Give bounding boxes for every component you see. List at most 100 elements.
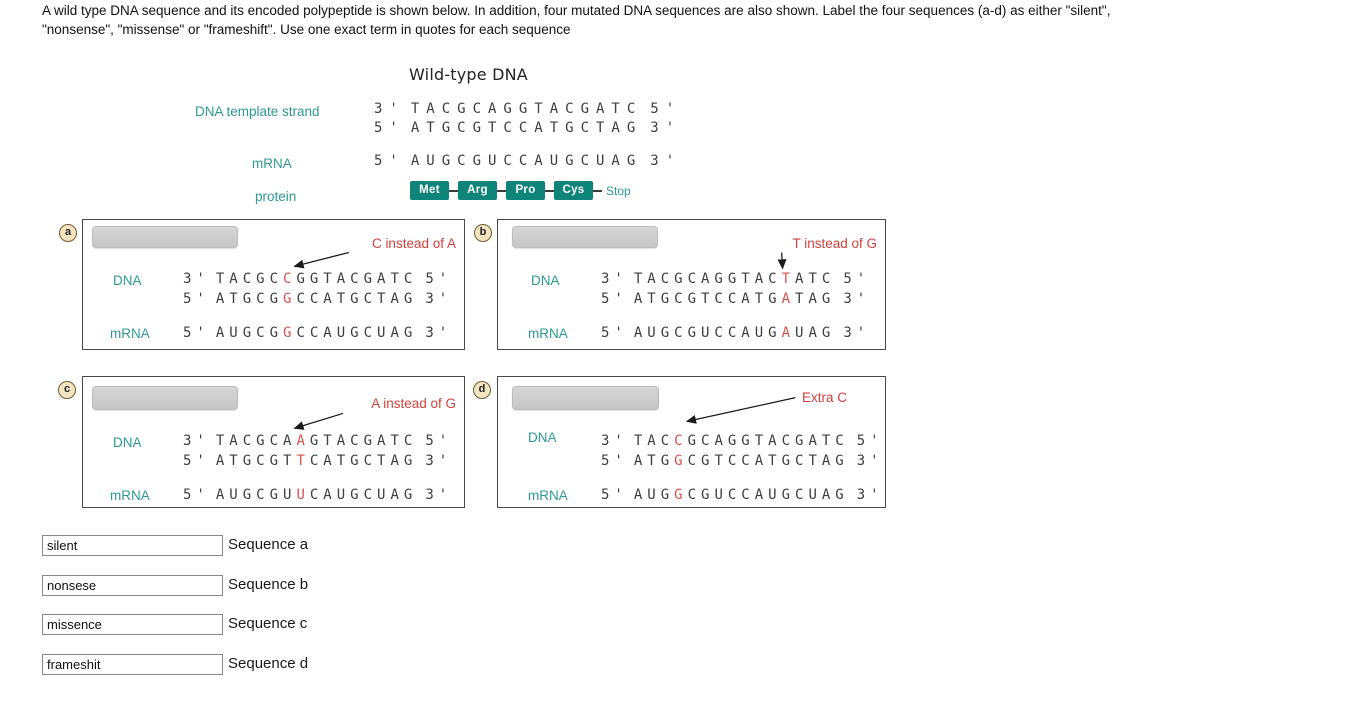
prime-label: 5' xyxy=(650,101,682,117)
mrna-label: mRNA xyxy=(110,488,150,503)
protein-residue-arg: Arg xyxy=(458,181,497,200)
sequence-letters: AUGCGUUCAUGCUAG xyxy=(215,487,418,503)
prime-label: 3' xyxy=(650,120,682,136)
answer-label-d: Sequence d xyxy=(228,655,309,672)
peptide-bond-dash xyxy=(497,189,506,192)
answer-input-d[interactable] xyxy=(42,654,223,675)
prime-label: 3' xyxy=(425,291,453,307)
mutant-c-dna-bottom-seq: 5' ATGCGTTCATGCTAG 3' xyxy=(183,453,452,469)
dna-label: DNA xyxy=(113,273,142,288)
mutated-base: G xyxy=(674,487,688,503)
prime-label: 5' xyxy=(601,487,628,503)
mutation-annotation: Extra C xyxy=(801,390,847,405)
prime-label: 3' xyxy=(843,325,871,341)
mrna-label: mRNA xyxy=(110,326,150,341)
prime-label: 3' xyxy=(650,153,682,169)
question-text: A wild type DNA sequence and its encoded… xyxy=(42,1,1349,39)
mutated-base: G xyxy=(283,325,297,341)
sequence-letters: AUGCGGCCAUGCUAG xyxy=(215,325,418,341)
prime-label: 3' xyxy=(425,487,453,503)
mutant-d-dna-bottom-seq: 5' ATGGCGTCCATGCTAG 3' xyxy=(601,453,884,469)
protein-chain: Met Arg Pro Cys Stop xyxy=(410,181,631,200)
mutant-box-a: C instead of A DNA 3' TACGCCGGTACGATC 5' 5… xyxy=(82,219,465,350)
mutation-annotation: A instead of G xyxy=(371,396,456,411)
mutation-arrow-icon xyxy=(685,397,796,424)
prime-label: 3' xyxy=(374,101,405,117)
mutant-b-mrna-seq: 5' AUGCGUCCAUGAUAG 3' xyxy=(601,325,870,341)
protein-label: protein xyxy=(255,189,297,204)
prime-label: 3' xyxy=(601,271,628,287)
wildtype-mrna-label: mRNA xyxy=(252,156,292,171)
peptide-bond-dash xyxy=(545,189,554,192)
mutated-base: A xyxy=(781,325,796,341)
sequence-letters: ATGGCGTCCATGCTAG xyxy=(633,453,849,469)
sequence-letters: AUGCGUCCAUGAUAG xyxy=(633,325,836,341)
dna-label: DNA xyxy=(531,273,560,288)
question-line-1: A wild type DNA sequence and its encoded… xyxy=(42,3,1111,18)
prime-label: 5' xyxy=(856,433,884,449)
prime-label: 5' xyxy=(183,487,210,503)
prime-label: 5' xyxy=(374,153,405,169)
prime-label: 5' xyxy=(601,291,628,307)
mutated-base: A xyxy=(781,291,796,307)
mrna-label: mRNA xyxy=(528,488,568,503)
mutated-base: C xyxy=(674,433,688,449)
mutated-base: G xyxy=(283,291,297,307)
mutant-a-mrna-seq: 5' AUGCGGCCAUGCUAG 3' xyxy=(183,325,452,341)
redacted-label xyxy=(512,226,658,248)
mutation-arrow-icon xyxy=(777,252,787,270)
mutation-arrow-icon xyxy=(293,251,349,269)
mrna-label: mRNA xyxy=(528,326,568,341)
prime-label: 3' xyxy=(183,433,210,449)
peptide-bond-dash xyxy=(593,189,602,192)
answer-input-c[interactable] xyxy=(42,614,223,635)
sequence-letters: TACGCAGGTACTATC xyxy=(633,271,836,287)
answer-input-b[interactable] xyxy=(42,575,223,596)
mutation-annotation: T instead of G xyxy=(792,236,877,251)
prime-label: 5' xyxy=(183,291,210,307)
protein-residue-cys: Cys xyxy=(554,181,593,200)
prime-label: 5' xyxy=(601,453,628,469)
answer-label-c: Sequence c xyxy=(228,615,308,632)
peptide-bond-dash xyxy=(449,189,458,192)
redacted-label xyxy=(512,386,659,410)
stop-codon-label: Stop xyxy=(606,183,631,198)
mutant-c-mrna-seq: 5' AUGCGUUCAUGCUAG 3' xyxy=(183,487,452,503)
badge-b: b xyxy=(474,224,492,242)
answer-input-a[interactable] xyxy=(42,535,223,556)
redacted-label xyxy=(92,226,238,248)
wildtype-title: Wild-type DNA xyxy=(409,65,528,84)
question-line-2: "nonsense", "missense" or "frameshift". … xyxy=(42,22,571,37)
mutated-base: U xyxy=(296,487,310,503)
prime-label: 5' xyxy=(374,120,405,136)
sequence-letters: TACGCCGGTACGATC xyxy=(215,271,418,287)
mutation-arrow-icon xyxy=(293,412,344,430)
badge-d: d xyxy=(473,381,491,399)
prime-label: 5' xyxy=(601,325,628,341)
prime-label: 5' xyxy=(425,433,453,449)
sequence-letters: TACCGCAGGTACGATC xyxy=(633,433,849,449)
prime-label: 3' xyxy=(856,453,884,469)
mutation-annotation: C instead of A xyxy=(371,236,456,251)
sequence-letters: AUGGCGUCCAUGCUAG xyxy=(633,487,849,503)
mutant-d-dna-top-seq: 3' TACCGCAGGTACGATC 5' xyxy=(601,433,884,449)
sequence-letters: AUGCGUCCAUGCUAG xyxy=(410,153,643,169)
prime-label: 3' xyxy=(425,453,453,469)
mutated-base: G xyxy=(674,453,688,469)
prime-label: 3' xyxy=(601,433,628,449)
mutated-base: T xyxy=(296,453,310,469)
answer-label-a: Sequence a xyxy=(228,536,309,553)
answer-label-b: Sequence b xyxy=(228,576,309,593)
sequence-letters: ATGCGTTCATGCTAG xyxy=(215,453,418,469)
prime-label: 5' xyxy=(183,453,210,469)
badge-c: c xyxy=(58,381,76,399)
prime-label: 5' xyxy=(183,325,210,341)
prime-label: 3' xyxy=(425,325,453,341)
mutant-box-b: T instead of G DNA 3' TACGCAGGTACTATC 5' 5… xyxy=(497,219,886,350)
